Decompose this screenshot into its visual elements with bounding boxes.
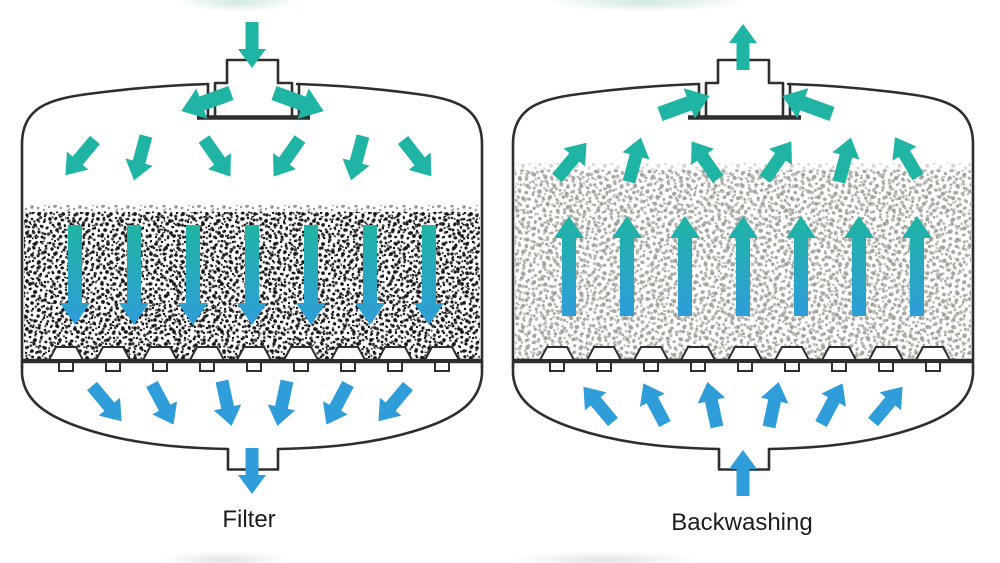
filter-vessel: Filter: [22, 22, 482, 533]
backwash-spread-arrow: [808, 376, 855, 431]
downflow-arrow: [192, 130, 242, 185]
downflow-arrow: [337, 132, 377, 185]
filtrate-arrow: [81, 377, 133, 431]
filtrate-arrow: [208, 378, 246, 429]
filtrate-arrow: [263, 378, 301, 429]
downflow-arrow: [54, 131, 106, 185]
filtrate-arrow: [314, 377, 361, 432]
downflow-arrow: [391, 131, 443, 185]
downflow-arrow: [120, 132, 160, 185]
filtrate-arrow: [139, 377, 186, 432]
backwash-inlet-arrow: [729, 450, 757, 496]
background-artifacts: [160, 0, 745, 563]
backwash-spread-arrow: [862, 377, 914, 431]
backwash-vessel: Backwashing: [513, 24, 973, 536]
backwash-spread-arrow: [572, 377, 624, 431]
backwashing-label: Backwashing: [671, 509, 812, 536]
backwash-outlet-arrow: [729, 24, 757, 70]
downflow-arrow: [262, 130, 312, 185]
backwash-spread-arrow: [631, 376, 678, 431]
backwash-spread-arrow: [755, 379, 793, 430]
collector-arrow: [776, 80, 838, 130]
filtrate-arrow: [367, 377, 419, 431]
outlet-arrow: [238, 448, 266, 494]
backwash-spread-arrow: [693, 379, 731, 430]
filter-label: Filter: [222, 506, 275, 533]
